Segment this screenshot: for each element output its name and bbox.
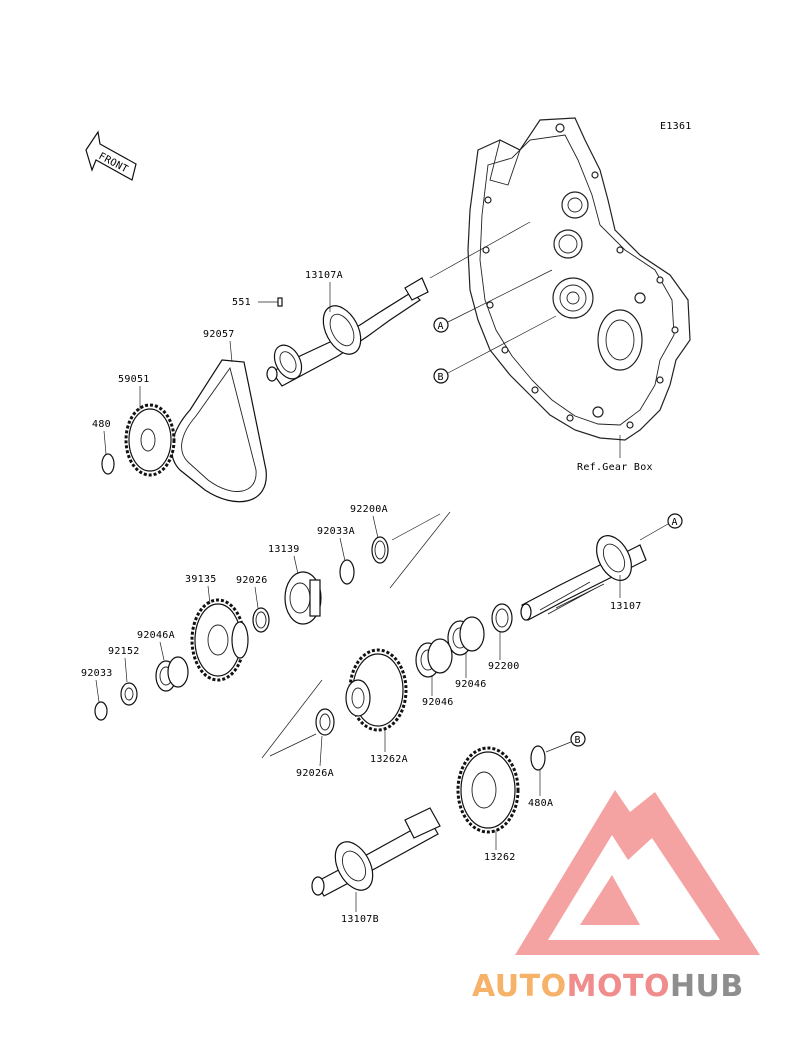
watermark-logo-mark <box>515 790 760 955</box>
label-13107B: 13107B <box>341 914 379 925</box>
washer-92152 <box>120 682 138 706</box>
label-92033: 92033 <box>81 668 113 679</box>
label-92046A: 92046A <box>137 630 175 641</box>
marker-b-circle-2 <box>570 731 586 747</box>
label-13262A: 13262A <box>370 754 408 765</box>
label-480A: 480A <box>528 798 553 809</box>
gear-13262A <box>345 648 408 732</box>
bearing-92046-left <box>415 638 453 678</box>
sprocket-59051 <box>124 403 176 477</box>
logo-moto: MOTO <box>567 969 670 1004</box>
circlip-92033A <box>339 559 355 585</box>
label-13107A: 13107A <box>305 270 343 281</box>
circlip-92033 <box>94 701 108 721</box>
label-92033A: 92033A <box>317 526 355 537</box>
shaft-13107B <box>311 807 441 897</box>
washer-92026A <box>315 708 335 736</box>
circlip-480A <box>530 745 546 771</box>
gear-box-housing <box>467 117 691 458</box>
marker-a-2: A <box>672 517 678 528</box>
bearing-92046-right <box>447 616 485 656</box>
diagram-code: E1361 <box>660 121 692 132</box>
circlip-480 <box>101 453 115 475</box>
marker-a-circle-2 <box>667 513 683 529</box>
watermark-logo-text: AUTOMOTOHUB <box>472 969 744 1004</box>
marker-b-2: B <box>575 735 581 746</box>
washer-92200A <box>371 536 389 564</box>
chain-92057 <box>171 359 267 503</box>
label-92152: 92152 <box>108 646 140 657</box>
marker-b-circle <box>433 368 449 384</box>
logo-hub: HUB <box>670 969 744 1004</box>
washer-92026 <box>252 607 270 633</box>
label-13262: 13262 <box>484 852 516 863</box>
marker-b: B <box>438 372 444 383</box>
gear-13139 <box>284 571 322 625</box>
label-92046-left: 92046 <box>422 697 454 708</box>
label-92026: 92026 <box>236 575 268 586</box>
label-59051: 59051 <box>118 374 150 385</box>
gear-13262 <box>456 746 520 834</box>
label-480: 480 <box>92 419 111 430</box>
gear-39135 <box>190 598 249 682</box>
label-551: 551 <box>232 297 251 308</box>
front-arrow-icon: FRONT <box>85 130 137 181</box>
label-92200A: 92200A <box>350 504 388 515</box>
label-92026A: 92026A <box>296 768 334 779</box>
bearing-92046A <box>155 656 189 692</box>
washer-92200 <box>491 603 513 633</box>
label-39135: 39135 <box>185 574 217 585</box>
marker-a-circle <box>433 317 449 333</box>
label-92200: 92200 <box>488 661 520 672</box>
label-13107: 13107 <box>610 601 642 612</box>
label-92046-right: 92046 <box>455 679 487 690</box>
shaft-13107A <box>266 277 429 387</box>
logo-auto: AUTO <box>472 969 567 1004</box>
ref-gear-box-label: Ref.Gear Box <box>577 462 653 473</box>
label-13139: 13139 <box>268 544 300 555</box>
shaft-13107 <box>520 535 647 621</box>
label-92057: 92057 <box>203 329 235 340</box>
marker-a: A <box>438 321 444 332</box>
